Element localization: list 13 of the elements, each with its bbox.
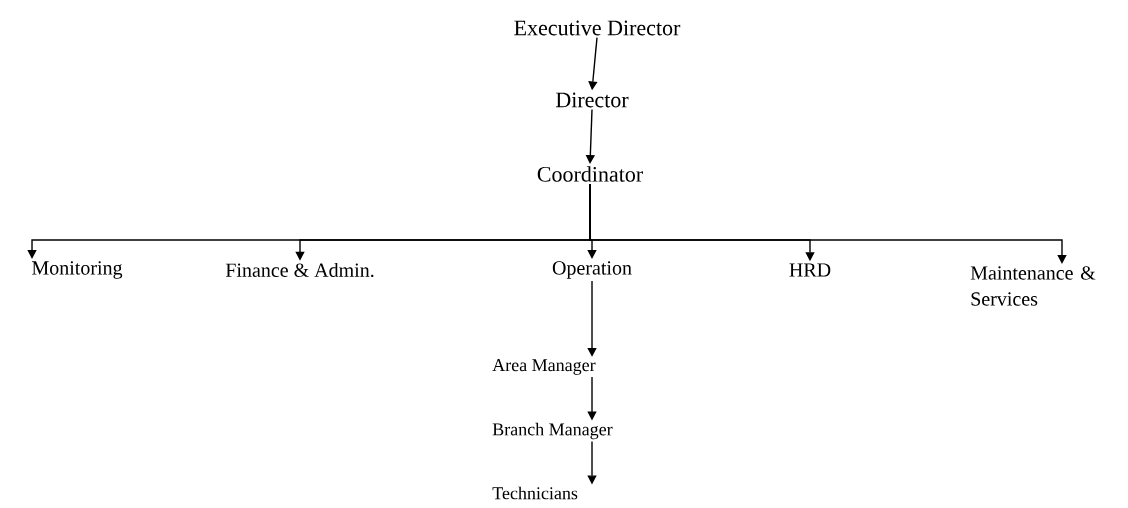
title-text: Executive Director [514,20,681,36]
title-text: Monitoring [32,261,123,279]
title-text: Area Manager [492,359,596,375]
title-text: Coordinator [537,166,643,182]
title-text: Branch Manager [492,422,613,440]
arrow [589,183,1067,264]
title-text: Technicians [492,486,578,500]
title-text: Operation [552,261,632,279]
title-text: Maintenance & Services [970,266,1096,306]
arrow [587,280,597,357]
title-text: Director [556,92,629,108]
title-text: HRD [789,263,831,277]
title-text: Finance & Admin. [225,262,374,278]
